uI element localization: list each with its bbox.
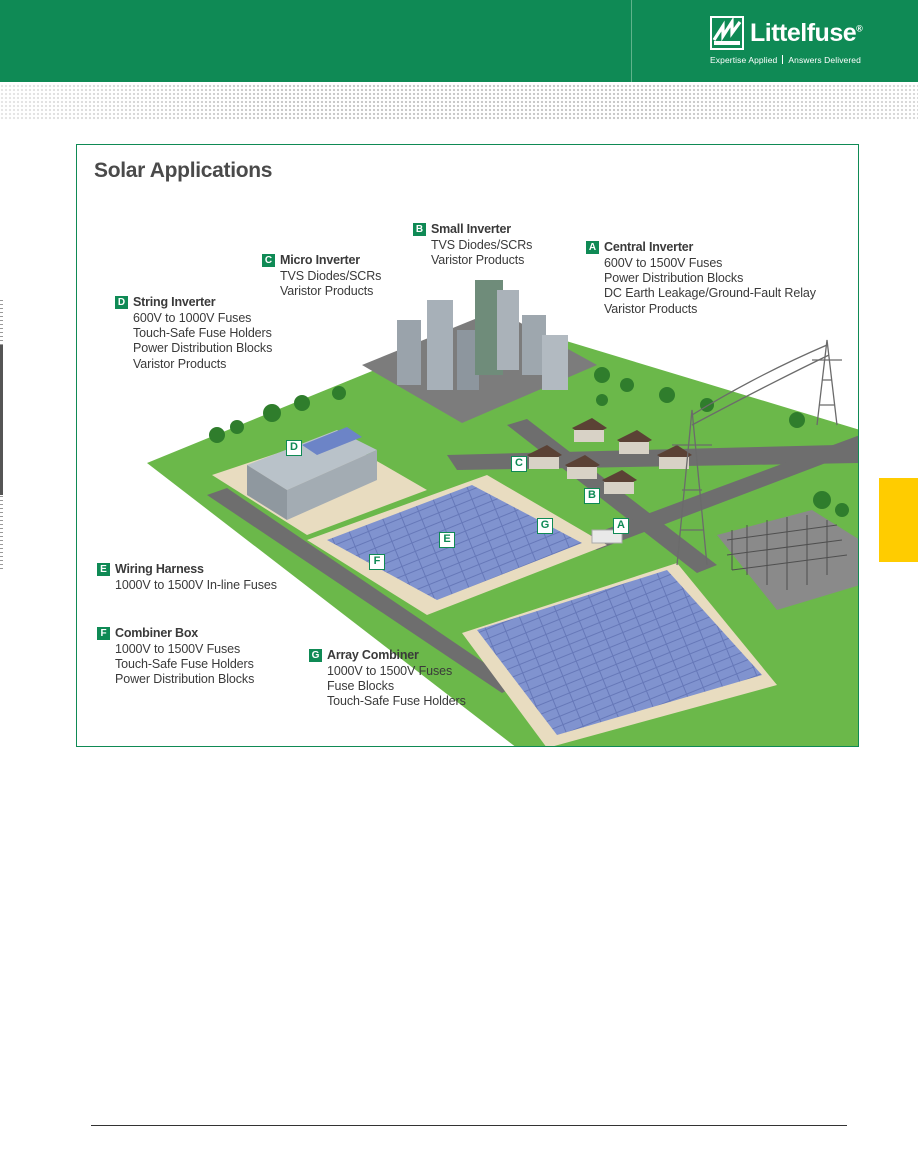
littelfuse-logo-icon xyxy=(710,16,744,50)
callout-line: 1000V to 1500V Fuses xyxy=(115,642,241,656)
office-building xyxy=(247,430,377,490)
callout-wiring-harness: E Wiring Harness 1000V to 1500V In-line F… xyxy=(97,562,277,593)
road xyxy=(207,488,517,693)
callout-line: TVS Diodes/SCRs xyxy=(431,238,533,252)
map-label-f: F xyxy=(369,554,385,570)
callout-line: Touch-Safe Fuse Holders xyxy=(327,694,466,709)
callout-badge: F xyxy=(97,626,110,640)
callout-line: Varistor Products xyxy=(133,356,227,371)
callout-line: Power Distribution Blocks xyxy=(115,672,255,687)
brand-logo: Littelfuse® Expertise Applied Answers Del… xyxy=(710,16,870,66)
map-label-b: B xyxy=(584,488,600,504)
footer-rule xyxy=(91,1125,847,1126)
section-tab xyxy=(879,478,918,562)
tagline-left: Expertise Applied xyxy=(710,55,778,65)
callout-line: Touch-Safe Fuse Holders xyxy=(133,326,272,341)
callout-title: Small Inverter xyxy=(431,222,511,236)
solar-applications-figure: Solar Applications B Small Inverter TVS D… xyxy=(76,144,859,747)
callout-central-inverter: A Central Inverter 600V to 1500V Fuses Po… xyxy=(586,240,816,317)
callout-line: Varistor Products xyxy=(604,301,698,316)
map-label-c: C xyxy=(511,456,527,472)
brand-tagline: Expertise Applied Answers Delivered xyxy=(710,55,861,65)
houses xyxy=(527,418,692,494)
callout-line: DC Earth Leakage/Ground-Fault Relay xyxy=(604,286,816,301)
callout-array-combiner: G Array Combiner 1000V to 1500V Fuses Fus… xyxy=(309,648,466,710)
figure-title: Solar Applications xyxy=(94,159,273,182)
callout-line: Touch-Safe Fuse Holders xyxy=(115,657,254,672)
callout-badge: C xyxy=(262,253,275,267)
callout-badge: D xyxy=(115,295,128,309)
transmission-towers xyxy=(672,339,842,566)
callout-line: 1000V to 1500V In-line Fuses xyxy=(115,578,277,592)
map-label-d: D xyxy=(286,440,302,456)
callout-title: Micro Inverter xyxy=(280,253,360,267)
callout-line: Varistor Products xyxy=(431,253,525,268)
map-label-g: G xyxy=(537,518,553,534)
map-label-a: A xyxy=(613,518,629,534)
tagline-right: Answers Delivered xyxy=(788,55,861,65)
callout-combiner-box: F Combiner Box 1000V to 1500V Fuses Touch… xyxy=(97,626,254,688)
callout-line: Power Distribution Blocks xyxy=(133,341,273,356)
callout-line: 600V to 1000V Fuses xyxy=(133,311,252,325)
callout-title: Array Combiner xyxy=(327,648,419,662)
road xyxy=(507,419,717,573)
callout-badge: G xyxy=(309,648,322,662)
callout-small-inverter: B Small Inverter TVS Diodes/SCRs Varistor… xyxy=(413,222,532,268)
trees xyxy=(209,367,849,517)
brand-name: Littelfuse® xyxy=(750,19,863,47)
callout-line: Fuse Blocks xyxy=(327,679,394,694)
solar-panel-array xyxy=(477,570,762,735)
callout-line: 600V to 1500V Fuses xyxy=(604,256,723,270)
page-header: Littelfuse® Expertise Applied Answers Del… xyxy=(0,0,918,82)
callout-title: String Inverter xyxy=(133,295,216,309)
callout-title: Wiring Harness xyxy=(115,562,204,576)
callout-title: Central Inverter xyxy=(604,240,694,254)
callout-badge: B xyxy=(413,222,426,236)
road xyxy=(577,435,858,550)
callout-line: Power Distribution Blocks xyxy=(604,271,744,286)
map-label-e: E xyxy=(439,532,455,548)
callout-micro-inverter: C Micro Inverter TVS Diodes/SCRs Varistor… xyxy=(262,253,381,299)
callout-string-inverter: D String Inverter 600V to 1000V Fuses Tou… xyxy=(115,295,272,372)
callout-badge: A xyxy=(586,240,599,254)
callout-line: TVS Diodes/SCRs xyxy=(280,269,382,283)
callout-badge: E xyxy=(97,562,110,576)
solar-scene-illustration xyxy=(147,280,858,746)
callout-line: Varistor Products xyxy=(280,284,374,299)
callout-title: Combiner Box xyxy=(115,626,199,640)
callout-line: 1000V to 1500V Fuses xyxy=(327,664,453,678)
header-divider xyxy=(631,0,632,82)
